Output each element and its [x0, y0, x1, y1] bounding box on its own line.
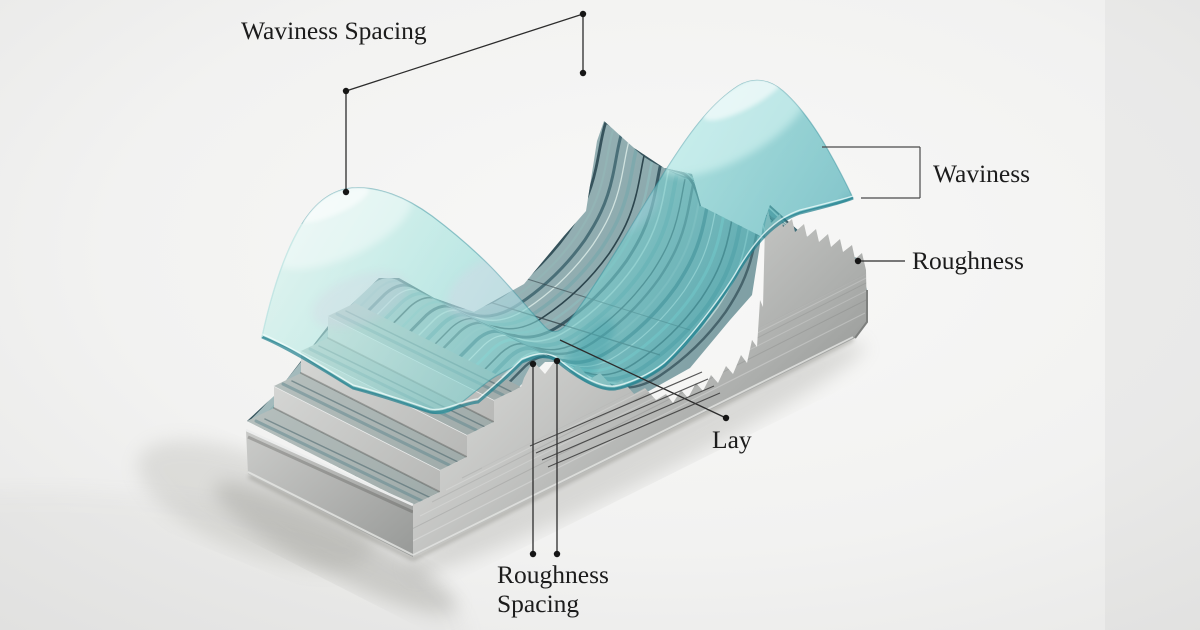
- annotation-labels: Waviness Spacing Waviness Roughness Lay …: [241, 16, 1030, 618]
- lay-direction-lines: [529, 371, 721, 468]
- annotations: Waviness Spacing Waviness Roughness Lay …: [241, 10, 1030, 618]
- roughness-spacing-label-line2: Spacing: [497, 589, 579, 618]
- lay-leader: [559, 339, 727, 419]
- leader-dots: [342, 10, 862, 558]
- block-end-face: [245, 428, 414, 557]
- waviness-bracket: [822, 146, 921, 199]
- waviness-spacing-leader: [345, 13, 584, 192]
- ground-shadow: [137, 337, 865, 614]
- background-vignette: [0, 490, 469, 630]
- waviness-label: Waviness: [933, 159, 1030, 188]
- waviness-spacing-label: Waviness Spacing: [241, 16, 427, 45]
- roughness-spacing-label-line1: Roughness: [497, 560, 609, 589]
- leader-lines: [345, 13, 905, 554]
- lay-label: Lay: [712, 425, 752, 454]
- roughness-label: Roughness: [912, 246, 1024, 275]
- background-right-band: [1105, 0, 1200, 630]
